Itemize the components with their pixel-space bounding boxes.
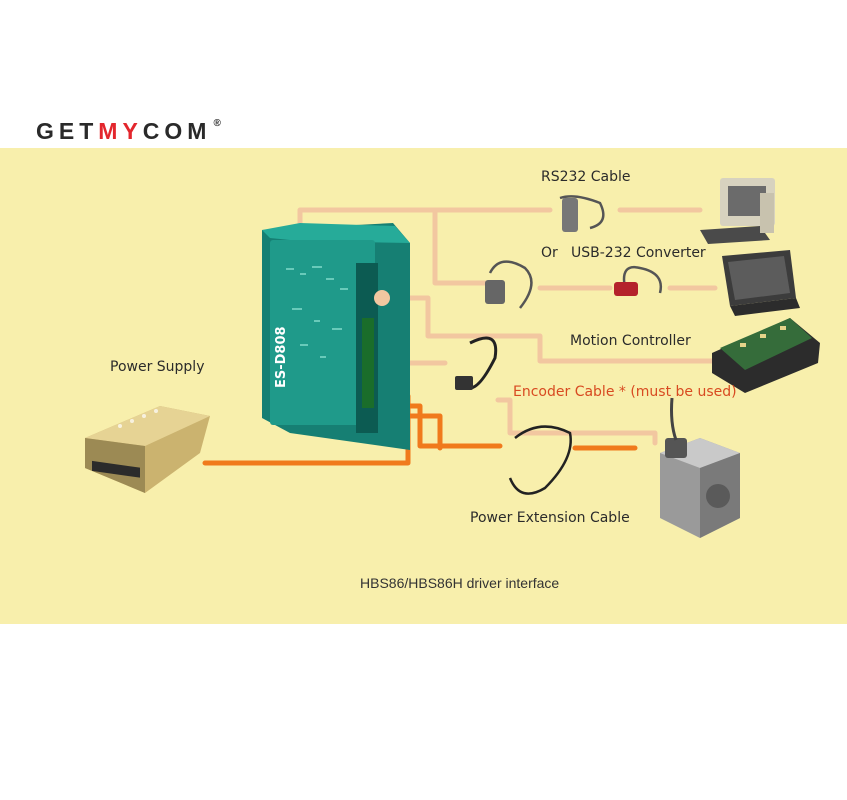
rs232-cable — [559, 195, 605, 232]
power-supply-unit — [85, 406, 210, 493]
laptop-computer — [722, 250, 800, 316]
label-usb232-converter: USB-232 Converter — [571, 245, 706, 261]
label-or: Or — [541, 245, 558, 261]
driver-model-label: ES-D808 — [274, 326, 289, 388]
motion-controller-board — [712, 318, 820, 393]
brand-logo: GETMYCOM® — [36, 118, 221, 144]
label-motion-controller: Motion Controller — [570, 333, 691, 349]
encoder-cable — [455, 336, 498, 390]
stepper-driver: ES-D808 — [262, 223, 410, 450]
wiring-diagram: ES-D808 — [85, 178, 820, 538]
label-rs232-cable: RS232 Cable — [541, 169, 631, 185]
power-extension-cable — [508, 425, 572, 495]
wiring-diagram-panel: ES-D808 — [0, 148, 847, 624]
usb232-converter — [614, 265, 663, 296]
diagram-caption: HBS86/HBS86H driver interface — [360, 575, 560, 591]
label-power-extension-cable: Power Extension Cable — [470, 510, 630, 526]
rs232-cable-2 — [485, 260, 533, 309]
stepper-motor — [660, 397, 740, 538]
desktop-computer — [700, 178, 775, 244]
label-power-supply: Power Supply — [110, 359, 205, 375]
label-encoder-cable: Encoder Cable * (must be used) — [513, 384, 737, 400]
signal-lines — [297, 207, 718, 446]
